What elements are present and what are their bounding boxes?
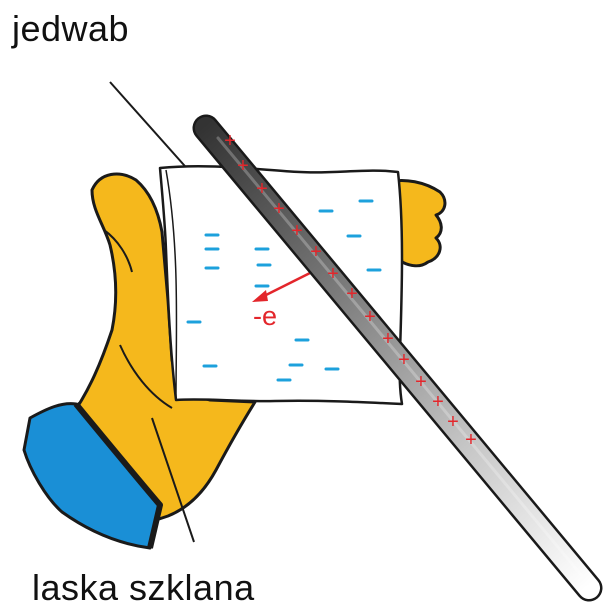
positive-charge: + — [398, 349, 410, 371]
glass-rod-label: laska szklana — [32, 567, 255, 609]
positive-charge: + — [237, 155, 249, 177]
positive-charge: + — [364, 306, 376, 328]
positive-charge: + — [346, 283, 358, 305]
positive-charge: + — [273, 198, 285, 220]
electron-label: -e — [253, 301, 277, 331]
positive-charge: + — [256, 178, 268, 200]
positive-charge: + — [432, 391, 444, 413]
positive-charge: + — [310, 241, 322, 263]
positive-charge: + — [465, 429, 477, 451]
positive-charge: + — [224, 130, 236, 152]
positive-charge: + — [447, 411, 459, 433]
positive-charge: + — [327, 263, 339, 285]
silk-label: jedwab — [12, 8, 129, 50]
positive-charge: + — [291, 220, 303, 242]
positive-charge: + — [382, 328, 394, 350]
positive-charge: + — [415, 371, 427, 393]
